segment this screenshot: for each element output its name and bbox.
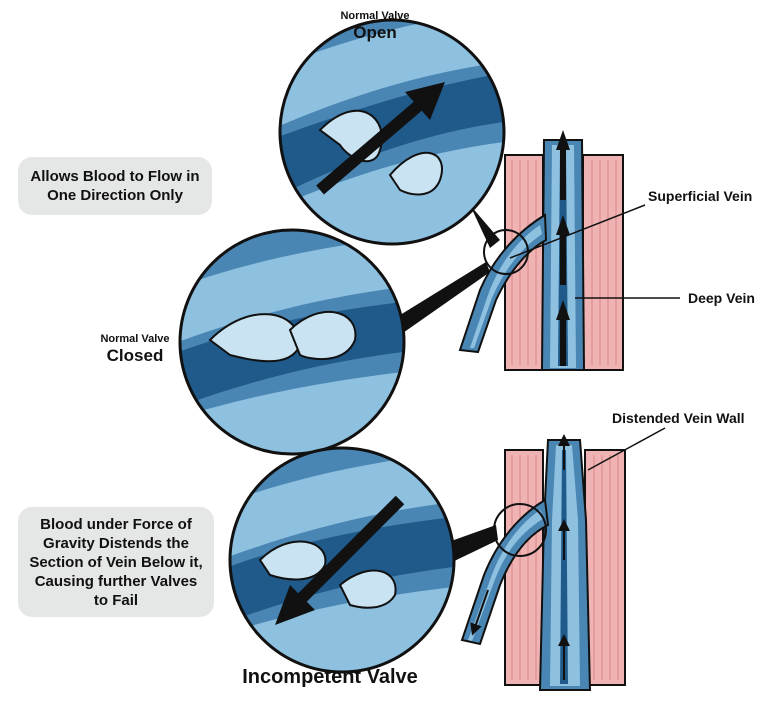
flow-arrow-up-3: [556, 300, 570, 366]
one-direction-note: Allows Blood to Flow in One Direction On…: [18, 157, 212, 215]
muscle-right-lower: [584, 449, 626, 686]
incompetent-vein-section: [460, 434, 626, 691]
closed-small-label: Normal Valve: [100, 333, 170, 345]
flow-arrow-up-2: [556, 215, 570, 285]
open-pointer: [470, 205, 500, 248]
normal-vein-section: [458, 130, 624, 371]
distended-wall-label: Distended Vein Wall: [612, 410, 745, 426]
flow-arrow-up-1: [556, 130, 570, 200]
incompetent-valve-title: Incompetent Valve: [242, 666, 418, 688]
deep-vein-label: Deep Vein: [688, 290, 755, 306]
muscle-left-lower: [504, 449, 544, 686]
magnifier-incompetent: [228, 446, 456, 674]
valve-highlight: [483, 229, 529, 275]
closed-pointer: [392, 262, 490, 335]
superficial-vein-label: Superficial Vein: [648, 188, 753, 204]
muscle-right: [582, 154, 624, 371]
closed-label: Closed: [106, 346, 164, 365]
magnifier-closed: [178, 228, 406, 456]
distended-leader: [587, 427, 666, 471]
gravity-note: Blood under Force of Gravity Distends th…: [18, 507, 214, 617]
superficial-leader: [509, 204, 646, 259]
open-small-label: Normal Valve: [340, 10, 410, 22]
open-label: Open: [353, 23, 397, 42]
